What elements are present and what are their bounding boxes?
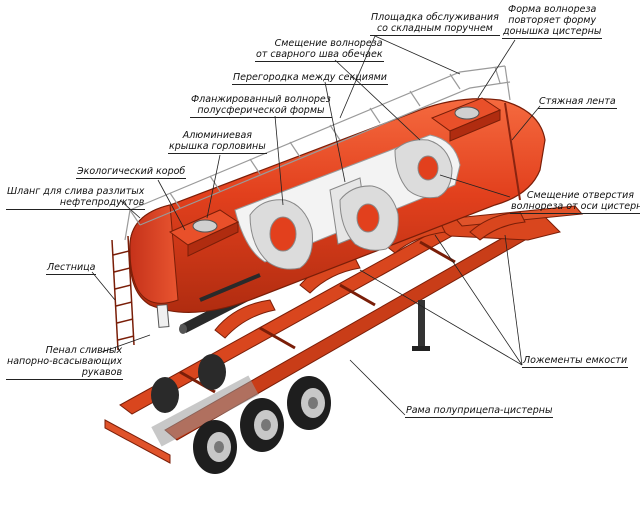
manhole-cover-front — [454, 106, 480, 120]
label-section-partition: Перегородка между секциями — [232, 72, 388, 85]
label-breakwater-offset: Смещение волнореза от сварного шва обеча… — [255, 38, 384, 62]
rear-bumper — [104, 419, 171, 464]
label-frame: Рама полуприцепа-цистерны — [405, 405, 554, 418]
label-breakwater-shape: Форма волнореза повторяет форму донышка … — [502, 4, 603, 39]
label-aluminum-cover: Алюминиевая крышка горловины — [168, 130, 267, 154]
wheel-2 — [240, 398, 284, 452]
eco-box-rear — [168, 209, 240, 257]
wheel-1 — [193, 420, 237, 474]
label-service-platform: Площадка обслуживания со складным поручн… — [370, 12, 500, 36]
label-hole-offset: Смещение отверстия волнореза от оси цист… — [510, 190, 640, 214]
ladder — [111, 235, 135, 351]
label-tension-band: Стяжная лента — [538, 96, 617, 109]
eco-box-front — [430, 97, 502, 142]
label-ladder: Лестница — [46, 262, 97, 275]
service-platform-railing — [124, 65, 511, 241]
wheels — [151, 354, 331, 474]
label-flanged-breakwater: Фланжированный волнорез полусферической … — [190, 94, 332, 118]
hazard-plate — [156, 304, 170, 328]
label-hose-case: Пенал сливных напорно-всасывающих рукаво… — [6, 345, 124, 380]
wheel-3 — [287, 376, 331, 430]
label-tank-cradles: Ложементы емкости — [522, 355, 629, 368]
tank-cradle-4 — [469, 211, 526, 241]
manhole-cover-rear — [192, 219, 218, 233]
label-drain-hose: Шланг для слива разлитых нефтепродуктов — [6, 186, 146, 210]
tank-cradle-1 — [214, 299, 276, 339]
landing-gear — [418, 300, 425, 350]
label-eco-box: Экологический короб — [76, 166, 187, 179]
leader-lines — [91, 35, 541, 416]
tank — [129, 97, 546, 328]
tension-band — [504, 102, 521, 201]
